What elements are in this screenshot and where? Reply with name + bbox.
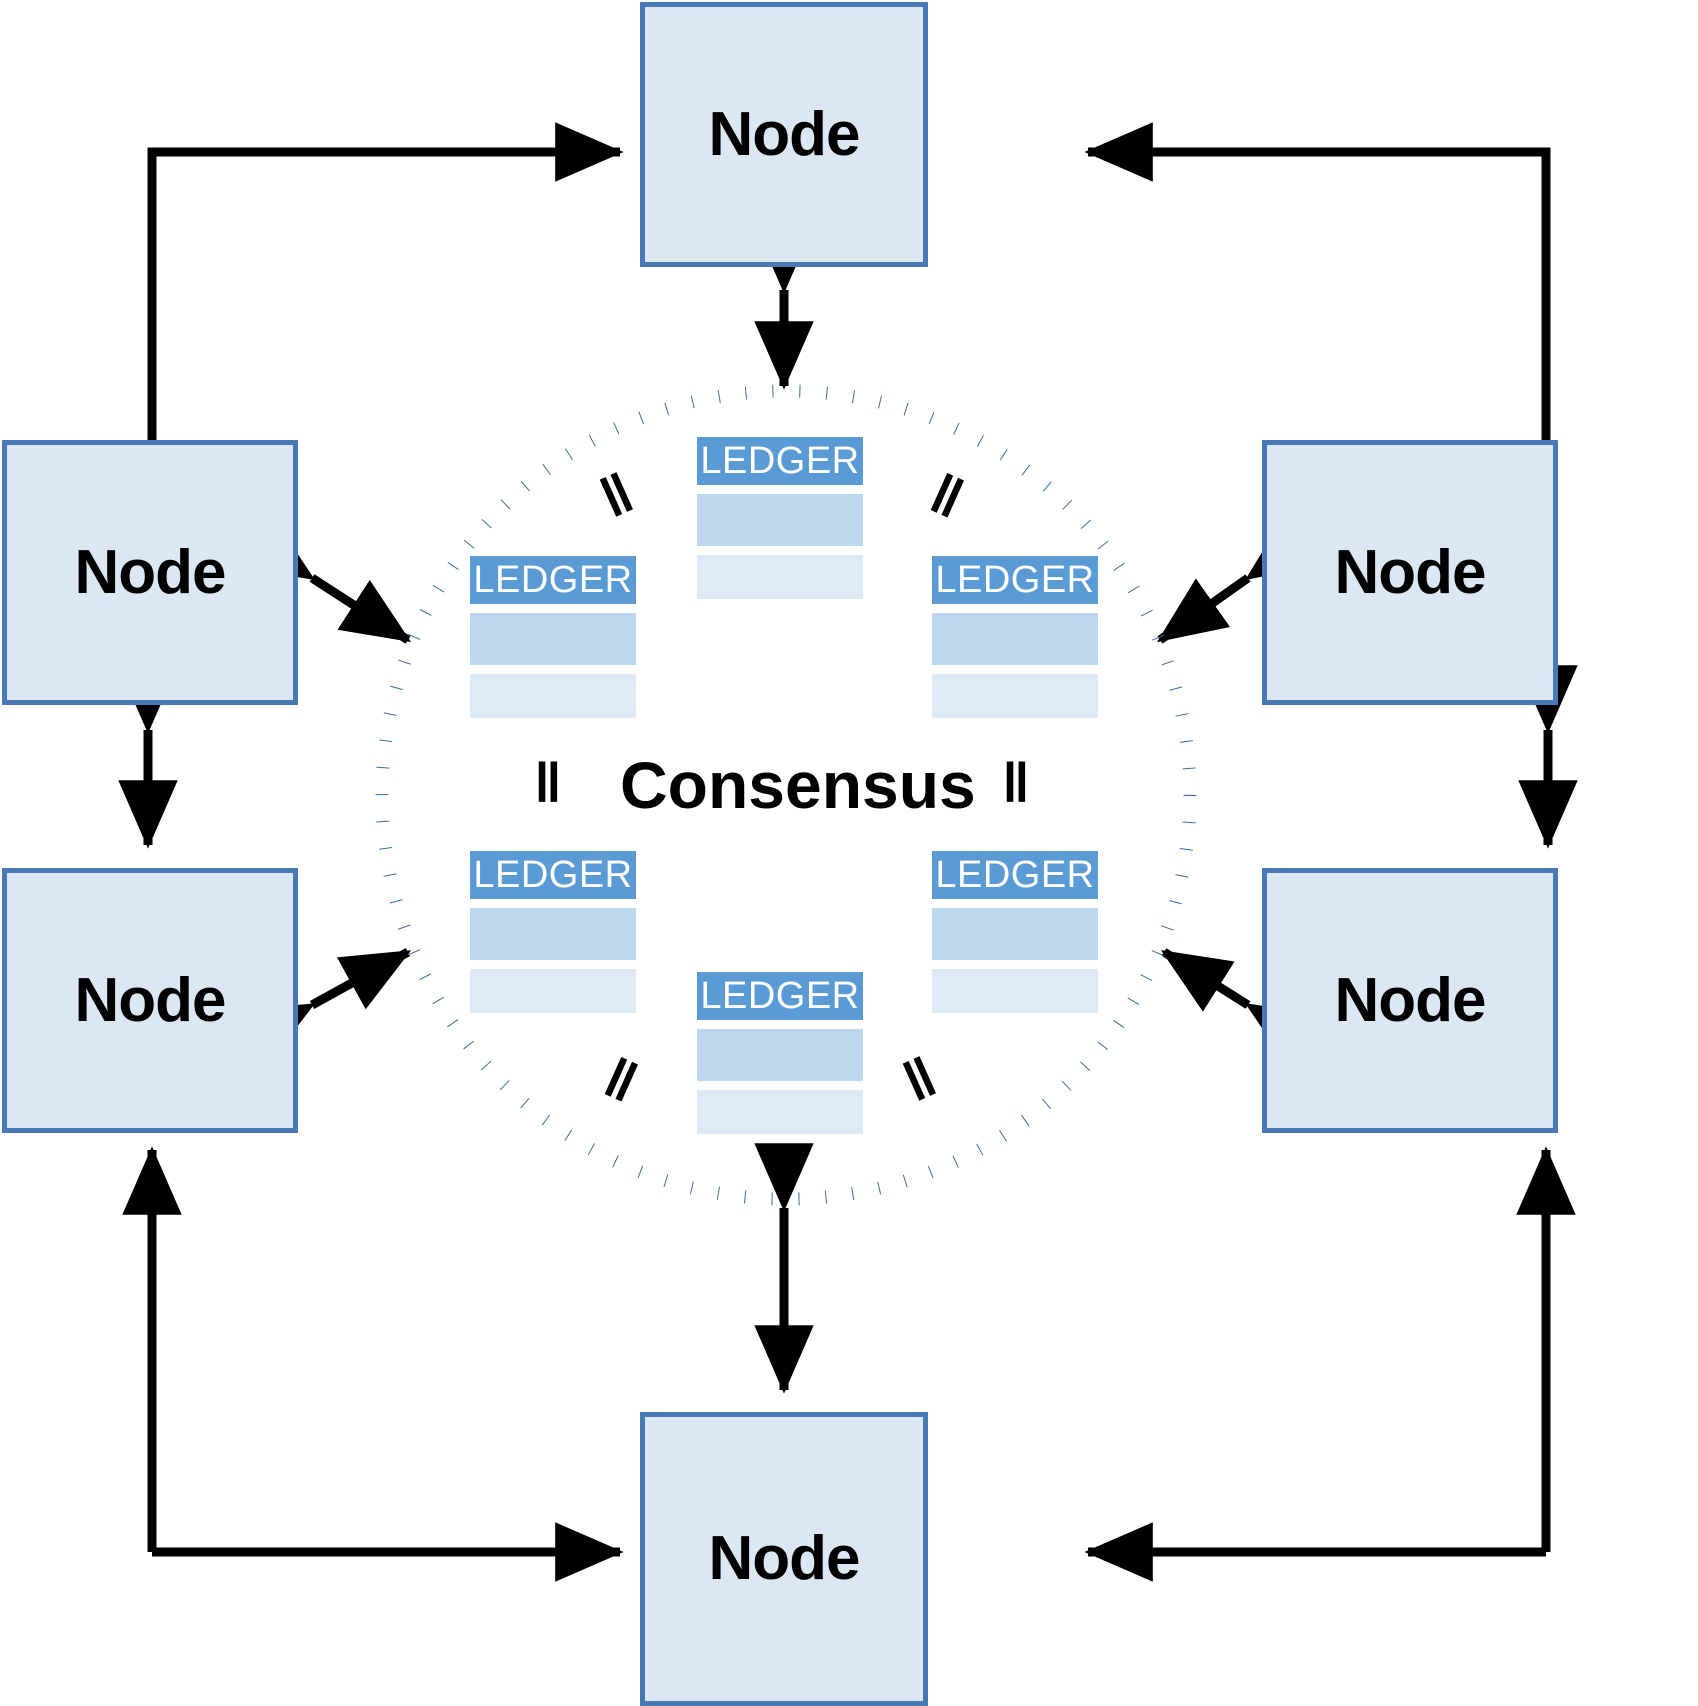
ledger-row-2 (697, 555, 863, 599)
equals-mark-mid-right: ‖ (1002, 751, 1030, 814)
ledger-upper-left[interactable]: LEDGER (470, 556, 636, 718)
ledger-row-2 (697, 1090, 863, 1134)
ledger-row-1 (697, 1029, 863, 1081)
ledger-row-2 (470, 674, 636, 718)
ledger-row-1 (932, 908, 1098, 960)
arrow-right-upper-to-top (1084, 122, 1551, 470)
ledger-bottom[interactable]: LEDGER (697, 972, 863, 1134)
node-label: Node (708, 1524, 861, 1593)
node-box-bottom[interactable]: Node (640, 1412, 928, 1706)
ledger-lower-right[interactable]: LEDGER (932, 851, 1098, 1013)
ledger-spacer (470, 665, 636, 674)
ledger-spacer (932, 899, 1098, 908)
ledger-header: LEDGER (932, 851, 1098, 899)
ledger-row-2 (470, 969, 636, 1013)
arrow-left-upper-to-circle (241, 517, 412, 644)
ledger-spacer (932, 604, 1098, 613)
ledger-spacer (697, 1081, 863, 1090)
ledger-spacer (470, 960, 636, 969)
node-label: Node (708, 99, 861, 169)
arrow-left-lower-to-circle (240, 948, 412, 1063)
ledger-spacer (932, 960, 1098, 969)
ledger-spacer (470, 604, 636, 613)
ledger-header: LEDGER (470, 556, 636, 604)
node-label: Node (74, 537, 227, 607)
ledger-header: LEDGER (697, 437, 863, 485)
arrow-right-upper-to-circle (1157, 516, 1319, 644)
consensus-label: Consensus (620, 748, 976, 822)
node-box-left-upper[interactable]: Node (2, 440, 298, 705)
node-box-right-lower[interactable]: Node (1262, 868, 1558, 1133)
arrow-left-upper-to-top (147, 122, 624, 470)
consensus-circle (375, 384, 1197, 1206)
node-box-right-upper[interactable]: Node (1262, 440, 1558, 705)
ledger-spacer (697, 1020, 863, 1029)
node-box-top[interactable]: Node (640, 2, 928, 267)
ledger-spacer (697, 485, 863, 494)
node-label: Node (74, 965, 227, 1035)
ledger-upper-right[interactable]: LEDGER (932, 556, 1098, 718)
ledger-spacer (470, 899, 636, 908)
ledger-spacer (932, 665, 1098, 674)
ledger-row-1 (470, 613, 636, 665)
ledger-row-2 (932, 969, 1098, 1013)
equals-mark-mid-left: ‖ (534, 751, 562, 814)
ledger-lower-left[interactable]: LEDGER (470, 851, 636, 1013)
ledger-top[interactable]: LEDGER (697, 437, 863, 599)
node-label: Node (1334, 965, 1487, 1035)
ledger-header: LEDGER (932, 556, 1098, 604)
ledger-row-1 (470, 908, 636, 960)
ledger-spacer (697, 546, 863, 555)
node-box-left-lower[interactable]: Node (2, 868, 298, 1133)
ledger-header: LEDGER (697, 972, 863, 1020)
ledger-row-1 (932, 613, 1098, 665)
ledger-header: LEDGER (470, 851, 636, 899)
ledger-row-2 (932, 674, 1098, 718)
node-label: Node (1334, 537, 1487, 607)
ledger-row-1 (697, 494, 863, 546)
arrow-right-lower-to-circle (1160, 948, 1319, 1065)
